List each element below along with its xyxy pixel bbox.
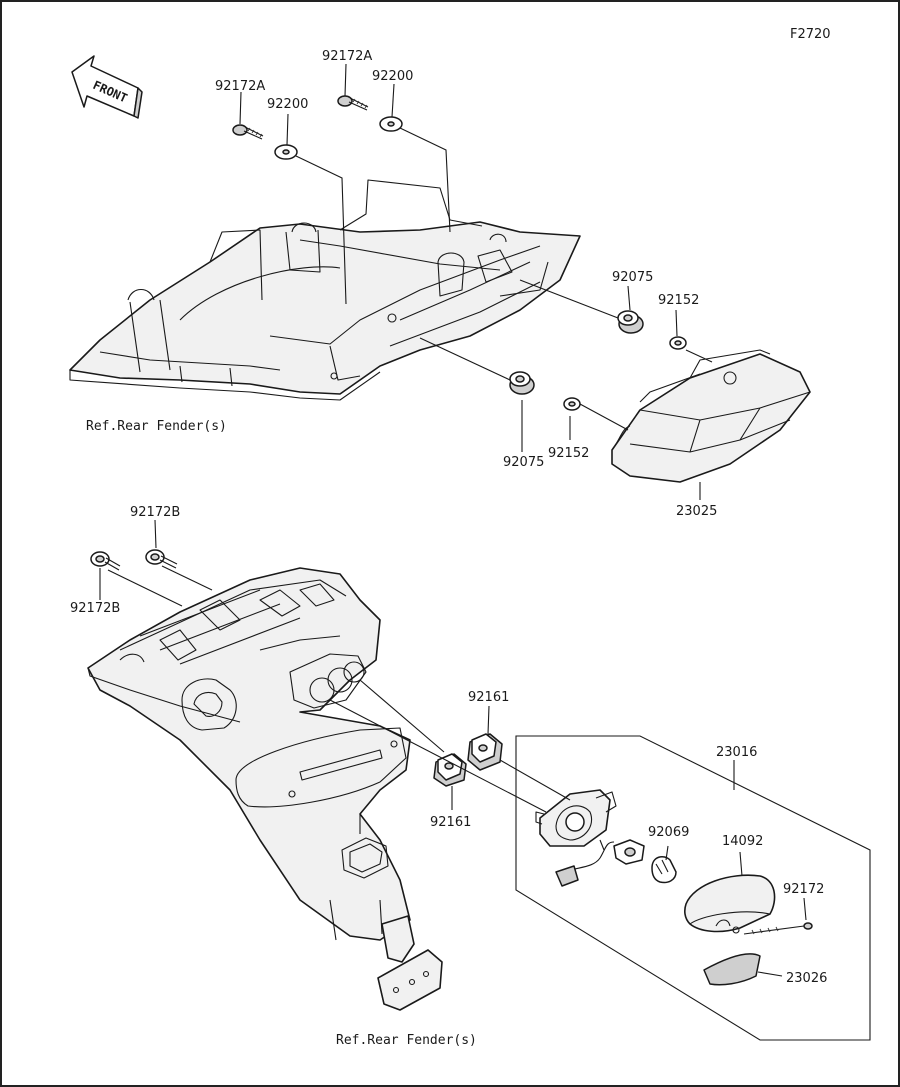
- label-92152-upper: 92152: [658, 293, 699, 308]
- label-92200-left: 92200: [267, 97, 308, 112]
- ref-rear-fender-lower: Ref.Rear Fender(s): [336, 1033, 477, 1048]
- label-92172b-top: 92172B: [130, 505, 180, 520]
- upper-leader-lines: [239, 63, 713, 500]
- lamp-socket-wire-part: [555, 839, 645, 887]
- bulb-92069-icon: [651, 855, 677, 884]
- lower-leader-lines: [99, 519, 807, 977]
- label-92161-upper: 92161: [468, 690, 509, 705]
- label-92172a-left: 92172A: [215, 79, 265, 94]
- license-lamp-assembly-box: [515, 735, 871, 1041]
- license-bracket-part: [87, 567, 411, 941]
- ref-rear-fender-upper: Ref.Rear Fender(s): [86, 419, 227, 434]
- screw-92172-icon: [743, 922, 813, 935]
- collar-92152-lower-icon: [563, 397, 581, 411]
- license-lamp-housing-part: [535, 789, 617, 851]
- grommet-92075-upper-icon: [617, 310, 644, 334]
- front-arrow-icon: FRONT: [71, 55, 143, 119]
- bolt-92172b-bottom-icon: [90, 551, 121, 571]
- label-92172b-bottom: 92172B: [70, 601, 120, 616]
- label-14092: 14092: [722, 834, 763, 849]
- collar-92152-upper-icon: [669, 336, 687, 350]
- cover-23026-part: [703, 953, 761, 986]
- figure-code: F2720: [790, 27, 831, 42]
- label-92152-lower: 92152: [548, 446, 589, 461]
- label-92069: 92069: [648, 825, 689, 840]
- label-23026: 23026: [786, 971, 827, 986]
- label-23025: 23025: [676, 504, 717, 519]
- grommet-92161-upper-icon: [467, 733, 503, 771]
- license-mount-tab-part: [377, 915, 443, 1011]
- label-23016: 23016: [716, 745, 757, 760]
- label-92075-lower: 92075: [503, 455, 544, 470]
- lens-14092-part: [684, 874, 776, 934]
- bolt-92172b-top-icon: [145, 549, 178, 569]
- tail-lamp-23025-part: [611, 349, 811, 483]
- label-92172a-right: 92172A: [322, 49, 372, 64]
- label-92075-upper: 92075: [612, 270, 653, 285]
- washer-92200-right-icon: [379, 116, 403, 132]
- label-92172: 92172: [783, 882, 824, 897]
- grommet-92161-lower-icon: [433, 753, 467, 787]
- washer-92200-left-icon: [274, 144, 298, 160]
- label-92200-right: 92200: [372, 69, 413, 84]
- bolt-92172a-right-icon: [337, 95, 369, 111]
- label-92161-lower: 92161: [430, 815, 471, 830]
- grommet-92075-lower-icon: [509, 371, 535, 395]
- rear-undertray-part: [69, 179, 581, 401]
- bolt-92172a-left-icon: [232, 124, 264, 140]
